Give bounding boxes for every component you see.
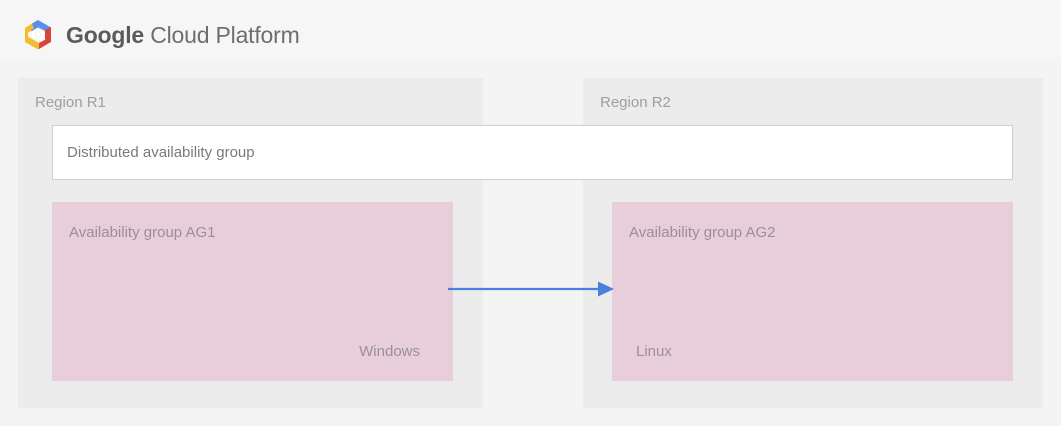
brand-word-cloud-platform: Cloud Platform (150, 21, 300, 48)
region-label-r1: Region R1 (35, 94, 106, 111)
google-cloud-platform-logo: Google Cloud Platform (22, 17, 300, 53)
right-arrow-icon (448, 281, 614, 297)
distributed-availability-group-box: Distributed availability group (52, 125, 1013, 180)
replication-arrow (448, 276, 618, 302)
brand-word-google: Google (66, 21, 145, 48)
distributed-availability-group-label: Distributed availability group (67, 144, 255, 161)
os-label-linux: Linux (636, 343, 672, 360)
availability-group-box-ag2: Availability group AG2 Linux (612, 202, 1013, 381)
region-label-r2: Region R2 (600, 94, 671, 111)
google-cloud-hexagon-logo-icon (25, 20, 51, 50)
availability-group-title-ag2: Availability group AG2 (629, 224, 776, 241)
availability-group-title-ag1: Availability group AG1 (69, 224, 216, 241)
page-header: Google Cloud Platform (0, 0, 1061, 70)
availability-group-box-ag1: Availability group AG1 Windows (52, 202, 453, 381)
brand-wordmark: Google Cloud Platform (66, 21, 300, 48)
os-label-windows: Windows (359, 343, 420, 360)
